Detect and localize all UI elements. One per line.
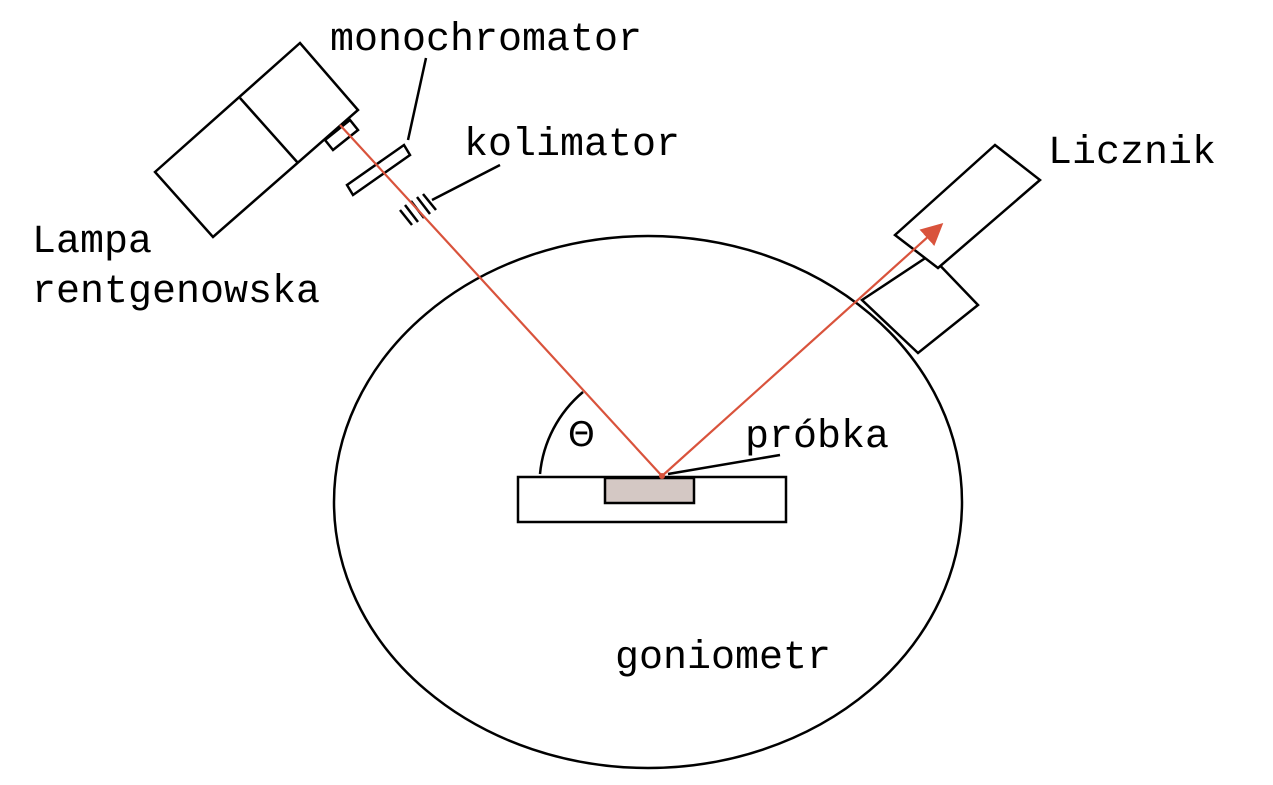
collimator (399, 163, 501, 226)
label-kolimator: kolimator (464, 123, 680, 168)
diffracted-beam (661, 223, 944, 477)
monochromator-leader-line (406, 57, 428, 141)
monochromator-crystal (345, 57, 428, 197)
sample (603, 476, 696, 505)
goniometer-circle (332, 234, 964, 770)
label-monochromator: monochromator (330, 18, 642, 63)
label-goniometr: goniometr (615, 636, 831, 681)
label-lampa: Lampa (32, 220, 152, 265)
incident-beam (339, 124, 663, 477)
beam-reflection-point (659, 473, 665, 479)
collimator-leader-line (431, 163, 501, 202)
sample-leader-line (667, 453, 781, 476)
label-theta: Θ (568, 415, 595, 455)
sample-stage (516, 453, 788, 524)
label-probka: próbka (745, 415, 889, 460)
label-rentgenowska: rentgenowska (32, 270, 320, 315)
detector (859, 143, 1042, 355)
theta-angle-arc (538, 391, 584, 475)
xray-tube (153, 41, 360, 239)
label-licznik: Licznik (1048, 131, 1216, 176)
